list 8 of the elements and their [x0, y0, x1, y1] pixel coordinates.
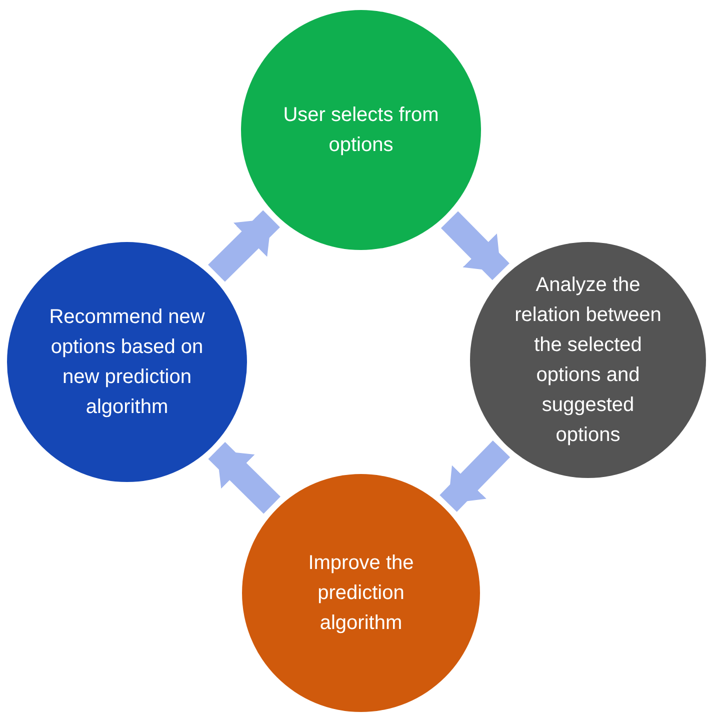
block-arrow — [208, 210, 280, 282]
block-arrow — [440, 440, 510, 512]
node-label: Recommend new options based on new prediction algorithm — [48, 305, 206, 420]
node-label: Analyze the relation between the selected options and suggested options — [514, 273, 662, 448]
block-arrow — [440, 211, 510, 280]
node-label: User selects from options — [282, 103, 440, 158]
block-arrow — [208, 442, 280, 514]
node-label: Improve the prediction algorithm — [307, 551, 415, 636]
